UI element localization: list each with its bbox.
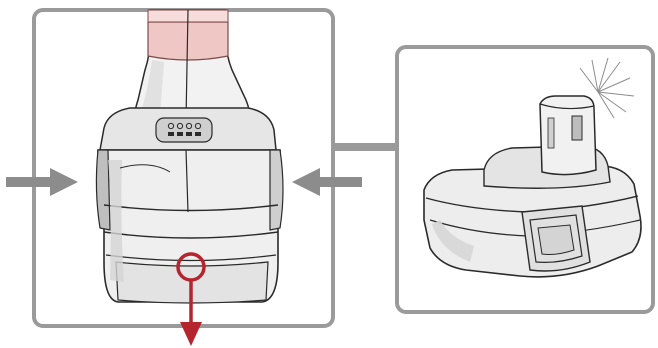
arrow-down-icon	[180, 322, 202, 346]
right-release-latch	[270, 150, 283, 230]
tool-battery-pack	[96, 108, 283, 303]
charge-indicator	[156, 118, 212, 142]
left-release-latch	[96, 150, 110, 230]
